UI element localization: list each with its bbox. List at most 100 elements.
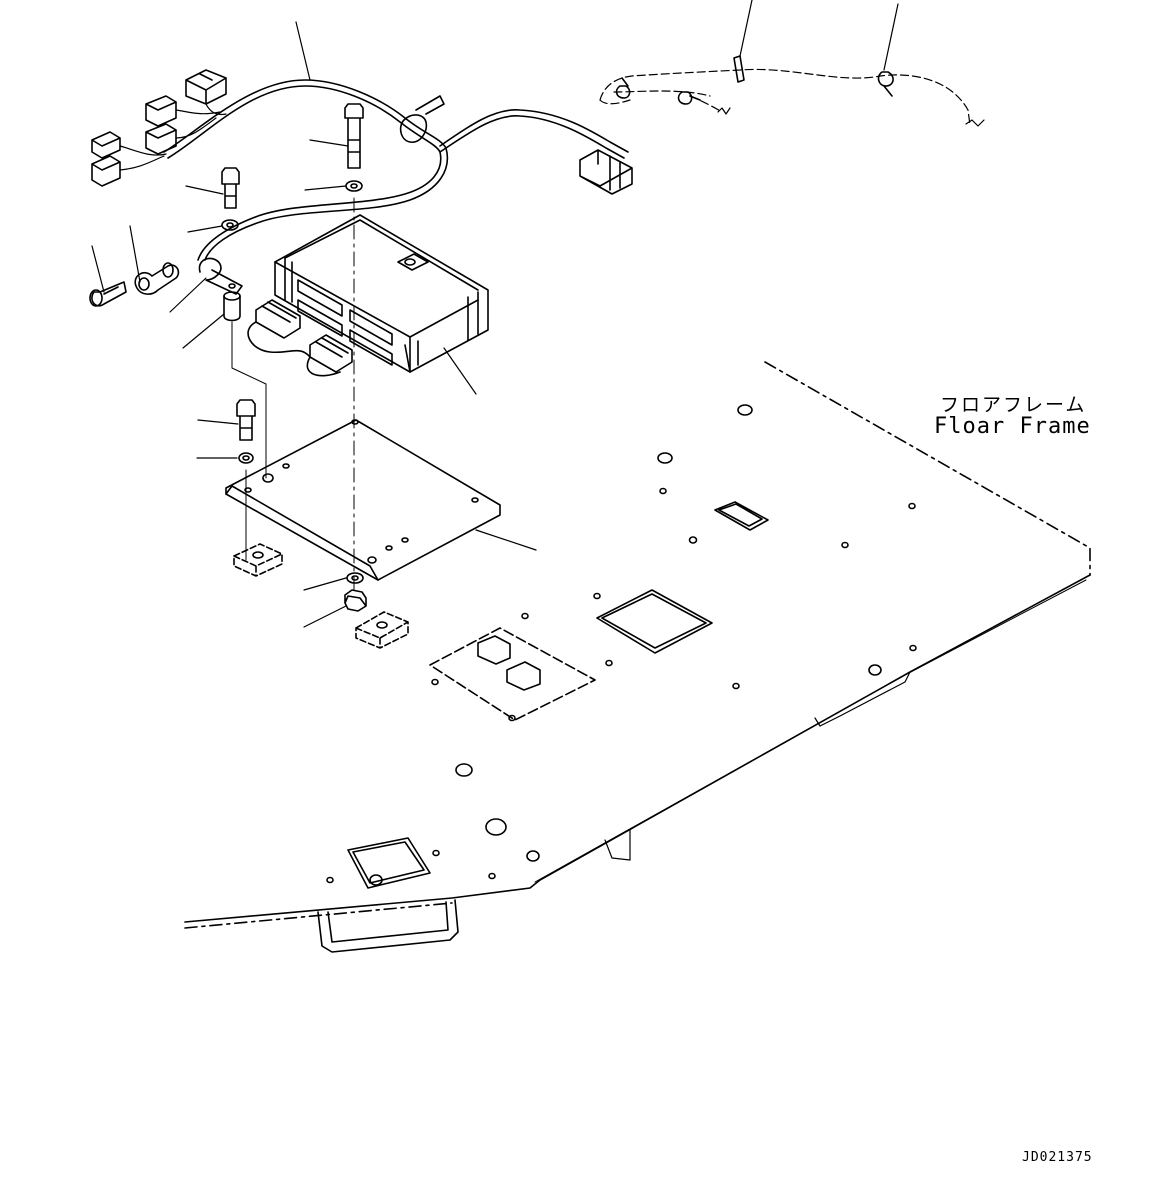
bolt-long bbox=[344, 103, 364, 169]
leader-line bbox=[185, 185, 224, 195]
fasteners bbox=[89, 103, 367, 612]
floor-frame-rib bbox=[814, 671, 911, 727]
washer bbox=[238, 452, 254, 464]
floor-hole bbox=[326, 876, 334, 884]
floor-hole bbox=[908, 502, 916, 510]
controller-box-end-flange bbox=[404, 291, 479, 373]
spacer-collar bbox=[223, 295, 241, 322]
screw-head bbox=[89, 289, 103, 307]
box-plug-2 bbox=[309, 334, 353, 373]
bolt-short-lower bbox=[236, 399, 256, 441]
washer-hole bbox=[226, 222, 234, 228]
floor-hole bbox=[508, 714, 516, 722]
spacer-collar-top bbox=[223, 291, 241, 301]
floor-hole bbox=[868, 664, 882, 676]
harness-clip-top-1 bbox=[615, 77, 631, 99]
drawing-code: JD021375 bbox=[1022, 1150, 1093, 1165]
washer bbox=[345, 180, 363, 192]
harness-connector-wires bbox=[119, 103, 227, 171]
harness-main-wire-2 bbox=[167, 85, 442, 261]
leader-line bbox=[304, 185, 347, 191]
wire-clamp bbox=[198, 257, 243, 295]
connector-slot-2 bbox=[297, 299, 343, 337]
mount-bracket-plate bbox=[225, 419, 501, 581]
floor-frame bbox=[184, 361, 1091, 953]
spacer-block-right bbox=[355, 611, 409, 649]
controller-box-body bbox=[274, 214, 489, 373]
clamp-hole bbox=[228, 283, 236, 289]
floor-opening-3 bbox=[347, 837, 431, 889]
leader-line bbox=[303, 577, 347, 591]
harness-clip-top-2 bbox=[677, 91, 701, 105]
leader-line bbox=[197, 419, 239, 425]
harness-connector-main bbox=[579, 149, 633, 195]
washer-hole bbox=[350, 183, 358, 189]
washer-hole bbox=[351, 575, 359, 581]
bracket-hole bbox=[282, 463, 290, 469]
floor-frame-label-jp: フロアフレーム bbox=[940, 394, 1087, 416]
label-plate-hole bbox=[404, 258, 416, 266]
harness-connector-2 bbox=[145, 95, 177, 127]
floor-hole bbox=[488, 872, 496, 880]
floor-hole bbox=[657, 452, 673, 464]
controller-label-plate bbox=[397, 253, 429, 271]
harness-connector-5 bbox=[91, 155, 121, 187]
connector-slot-4 bbox=[349, 329, 393, 366]
leader-line bbox=[169, 277, 207, 313]
floor-hole bbox=[688, 536, 698, 544]
leader-lines bbox=[91, 0, 899, 628]
leader-line bbox=[475, 529, 537, 551]
mount-bracket bbox=[225, 419, 501, 649]
harness-routing-dashed-2 bbox=[599, 95, 723, 113]
floor-frame-dashed-edge bbox=[764, 361, 1091, 576]
harness-connector-4 bbox=[91, 131, 121, 159]
harness-connector-1 bbox=[185, 69, 227, 105]
floor-hole bbox=[431, 678, 439, 686]
harness-routing-dashed bbox=[599, 68, 971, 126]
floor-hole bbox=[732, 682, 740, 690]
floor-hole bbox=[369, 874, 383, 886]
floor-frame-label-en: Floar Frame bbox=[934, 414, 1091, 439]
floor-hole bbox=[485, 818, 507, 836]
floor-frame-handle bbox=[317, 899, 459, 953]
leader-line bbox=[182, 313, 225, 349]
nut bbox=[344, 589, 367, 612]
leader-line bbox=[309, 139, 349, 147]
controller-box bbox=[247, 214, 489, 377]
bracket-hole bbox=[351, 419, 359, 425]
floor-frame-outline bbox=[184, 574, 1091, 923]
controller-box-side-flange bbox=[274, 257, 411, 338]
floor-frame-rib-2 bbox=[604, 829, 631, 861]
grommet-ring bbox=[162, 262, 174, 278]
floor-hole bbox=[593, 592, 601, 600]
floor-hole bbox=[737, 404, 753, 416]
leader-line bbox=[303, 605, 347, 628]
floor-hole bbox=[526, 850, 540, 862]
spacer-hole bbox=[376, 621, 388, 629]
leader-line bbox=[295, 21, 311, 81]
floor-hole bbox=[455, 763, 473, 777]
bolt-short-upper bbox=[221, 167, 240, 209]
grommet-hole bbox=[138, 277, 150, 291]
floor-hole bbox=[909, 644, 917, 652]
harness-clip-top-3 bbox=[877, 71, 894, 97]
washer-hole bbox=[242, 455, 250, 461]
floor-bracket-plate bbox=[429, 627, 596, 721]
leader-line bbox=[739, 0, 753, 57]
washer bbox=[346, 572, 364, 584]
leader-line bbox=[187, 225, 223, 233]
floor-hole bbox=[605, 659, 613, 667]
floor-bracket-block-2 bbox=[506, 661, 541, 691]
leader-line bbox=[883, 3, 899, 71]
connector-slot-3 bbox=[349, 309, 393, 346]
spacer-block-left bbox=[233, 543, 283, 577]
screw bbox=[91, 281, 127, 307]
floor-frame-outline-inner bbox=[534, 579, 1087, 883]
floor-hole bbox=[432, 849, 440, 857]
harness-clip bbox=[399, 95, 445, 143]
bracket-hole bbox=[367, 556, 377, 564]
wire-end-squiggle bbox=[717, 107, 985, 127]
bracket-hole bbox=[385, 545, 393, 551]
bracket-hole bbox=[471, 497, 479, 503]
